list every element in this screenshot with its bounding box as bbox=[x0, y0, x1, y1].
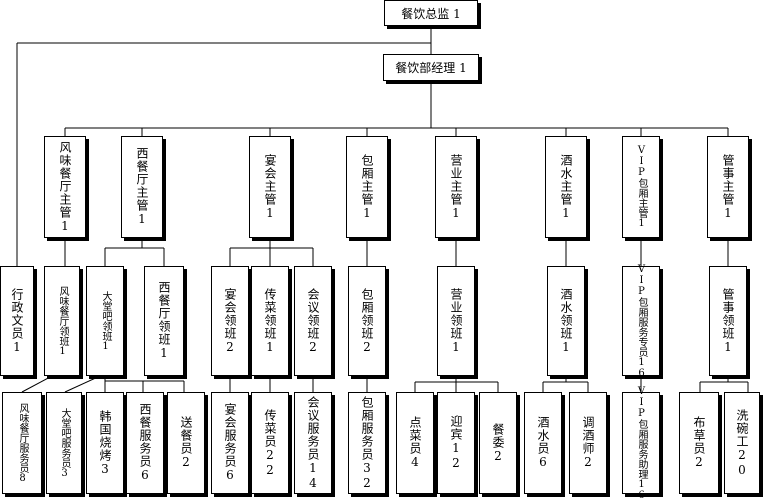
staff-box: 布草员2 bbox=[679, 392, 719, 494]
staff-box: 餐委2 bbox=[479, 392, 517, 494]
supervisor-box: 酒水主管1 bbox=[545, 136, 587, 238]
staff-box: 韩国烧烤3 bbox=[86, 392, 124, 494]
staff-label: 送餐员2 bbox=[179, 416, 193, 470]
admin-clerk-box: 行政文员1 bbox=[0, 266, 34, 376]
leader-label: 包厢领班2 bbox=[360, 287, 374, 355]
leader-box: 营业领班1 bbox=[437, 266, 475, 376]
staff-box: 洗碗工20 bbox=[724, 392, 760, 494]
supervisor-label: 酒水主管1 bbox=[559, 153, 573, 221]
supervisor-box: 风味餐厅主管1 bbox=[44, 136, 86, 238]
leader-label: 酒水领班1 bbox=[559, 287, 573, 355]
supervisor-label: 宴会主管1 bbox=[263, 153, 277, 221]
staff-box: VIP包厢服务助理16 bbox=[622, 386, 660, 501]
director-label: 餐饮总监 1 bbox=[401, 6, 461, 21]
leader-box: 宴会领班2 bbox=[211, 266, 249, 376]
supervisor-box: 宴会主管1 bbox=[249, 136, 291, 238]
staff-label: VIP包厢服务助理16 bbox=[636, 385, 647, 501]
leader-label: 宴会领班2 bbox=[223, 287, 237, 355]
leader-label: 管事领班1 bbox=[721, 287, 735, 355]
manager-box: 餐饮部经理 1 bbox=[383, 54, 479, 81]
leader-label: 西餐厅领班1 bbox=[157, 281, 171, 361]
leader-box: 大堂吧领班1 bbox=[86, 266, 124, 376]
staff-label: 迎宾12 bbox=[449, 415, 463, 471]
leader-label: VIP包厢服务专员16 bbox=[636, 263, 647, 379]
manager-label: 餐饮部经理 1 bbox=[395, 61, 467, 75]
staff-label: 布草员2 bbox=[692, 416, 706, 470]
leader-label: 营业领班1 bbox=[449, 287, 463, 355]
supervisor-box: 营业主管1 bbox=[435, 136, 477, 238]
staff-box: 点菜员4 bbox=[396, 392, 434, 494]
leader-box: 会议领班2 bbox=[294, 266, 332, 376]
staff-box: 调酒师2 bbox=[569, 392, 607, 494]
staff-box: 大堂吧服务员3 bbox=[46, 392, 82, 494]
staff-label: 韩国烧烤3 bbox=[98, 409, 112, 477]
leader-label: 传菜领班1 bbox=[263, 287, 277, 355]
staff-box: 包厢服务员32 bbox=[348, 392, 386, 494]
leader-box: 管事领班1 bbox=[709, 266, 747, 376]
supervisor-box: VIP包厢主管1 bbox=[622, 136, 660, 238]
leader-box: 传菜领班1 bbox=[251, 266, 289, 376]
supervisor-label: 西餐厅主管1 bbox=[135, 147, 149, 227]
leader-box: 酒水领班1 bbox=[547, 266, 585, 376]
staff-label: 洗碗工20 bbox=[735, 408, 749, 478]
staff-label: 西餐服务员6 bbox=[138, 403, 152, 483]
supervisor-box: 西餐厅主管1 bbox=[121, 136, 163, 238]
staff-box: 酒水员6 bbox=[524, 392, 562, 494]
staff-label: 风味餐厅服务员8 bbox=[17, 402, 28, 484]
leader-label: 大堂吧领班1 bbox=[100, 290, 111, 352]
staff-label: 餐委2 bbox=[491, 422, 505, 464]
leader-box: VIP包厢服务专员16 bbox=[622, 263, 660, 379]
supervisor-box: 包厢主管1 bbox=[346, 136, 388, 238]
staff-label: 大堂吧服务员3 bbox=[59, 407, 70, 479]
staff-box: 传菜员22 bbox=[251, 392, 289, 494]
staff-label: 调酒师2 bbox=[581, 416, 595, 470]
staff-box: 西餐服务员6 bbox=[126, 392, 164, 494]
staff-label: 宴会服务员6 bbox=[223, 403, 237, 483]
supervisor-label: 包厢主管1 bbox=[360, 153, 374, 221]
supervisor-label: VIP包厢主管1 bbox=[636, 145, 647, 229]
staff-label: 点菜员4 bbox=[408, 416, 422, 470]
staff-box: 宴会服务员6 bbox=[211, 392, 249, 494]
supervisor-label: 风味餐厅主管1 bbox=[58, 140, 72, 234]
leader-box: 风味餐厅领班1 bbox=[44, 266, 80, 376]
staff-label: 传菜员22 bbox=[263, 408, 277, 478]
supervisor-label: 管事主管1 bbox=[721, 153, 735, 221]
staff-label: 会议服务员14 bbox=[306, 395, 320, 491]
supervisor-label: 营业主管1 bbox=[449, 153, 463, 221]
staff-label: 酒水员6 bbox=[536, 416, 550, 470]
staff-box: 送餐员2 bbox=[167, 392, 205, 494]
leader-label: 风味餐厅领班1 bbox=[57, 285, 68, 357]
staff-label: 包厢服务员32 bbox=[360, 395, 374, 491]
staff-box: 会议服务员14 bbox=[294, 392, 332, 494]
leader-box: 包厢领班2 bbox=[348, 266, 386, 376]
staff-box: 风味餐厅服务员8 bbox=[2, 392, 42, 494]
leader-box: 西餐厅领班1 bbox=[144, 266, 184, 376]
supervisor-box: 管事主管1 bbox=[707, 136, 749, 238]
admin-clerk-label: 行政文员1 bbox=[10, 287, 24, 355]
director-box: 餐饮总监 1 bbox=[384, 0, 478, 26]
leader-label: 会议领班2 bbox=[306, 287, 320, 355]
staff-box: 迎宾12 bbox=[437, 392, 475, 494]
